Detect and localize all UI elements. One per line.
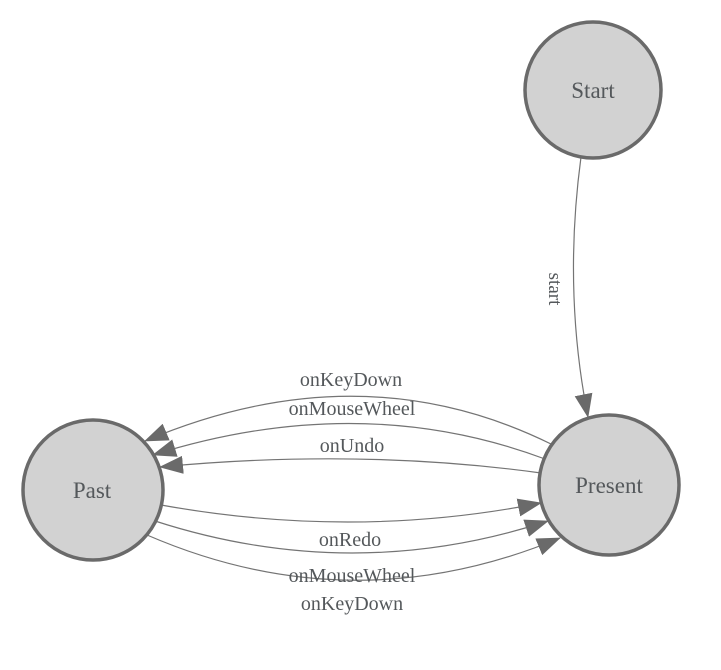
edge-present-to-past-onkeydown xyxy=(144,395,552,445)
edge-past-to-present-onkeydown xyxy=(146,534,561,581)
edge-label-start: start xyxy=(544,273,565,306)
edge-present-to-past-onundo xyxy=(159,455,542,474)
edge-label-onmousewheel-top: onMouseWheel xyxy=(289,398,416,420)
edge-label-onundo: onUndo xyxy=(320,435,384,457)
node-present-circle xyxy=(537,413,681,557)
edge-past-to-present-onmousewheel xyxy=(154,519,549,554)
edge-past-to-present-onredo xyxy=(160,498,542,523)
edge-label-onkeydown-top: onKeyDown xyxy=(300,369,402,391)
node-start-circle xyxy=(523,20,663,160)
node-present-label: Present xyxy=(575,473,643,498)
node-start-label: Start xyxy=(571,78,615,103)
node-past: Past xyxy=(21,418,165,562)
edge-labels-group: start onKeyDown onMouseWheel onUndo onRe… xyxy=(289,273,565,615)
edge-label-onkeydown-bottom: onKeyDown xyxy=(301,593,403,615)
node-past-circle xyxy=(21,418,165,562)
edge-present-to-past-onmousewheel xyxy=(152,422,546,460)
node-start: Start xyxy=(523,20,663,160)
edge-label-onmousewheel-bottom: onMouseWheel xyxy=(289,565,416,587)
edge-start-to-present xyxy=(572,156,593,418)
node-past-label: Past xyxy=(73,478,112,503)
nodes-group: Start Present Past xyxy=(21,20,681,562)
edges-group xyxy=(144,156,593,581)
edge-label-onredo: onRedo xyxy=(319,529,381,551)
node-present: Present xyxy=(537,413,681,557)
